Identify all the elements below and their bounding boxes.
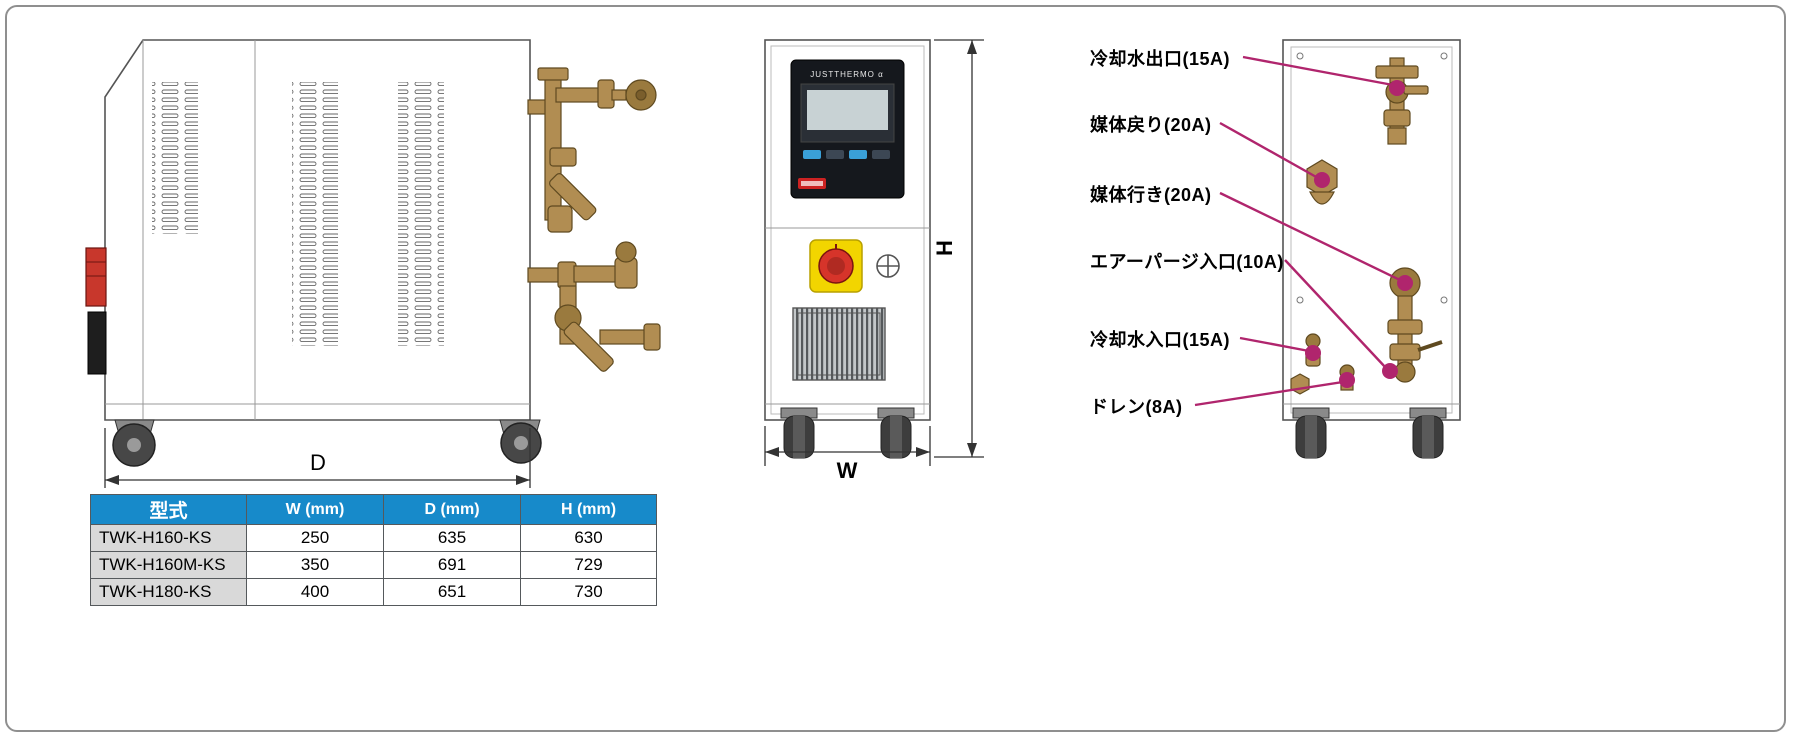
h-value: 730 [520, 578, 657, 606]
model-name: TWK-H160M-KS [90, 551, 247, 579]
side-piping-bottom [527, 241, 661, 372]
callout-dot-6 [1339, 372, 1355, 388]
control-panel: JUSTTHERMO α [790, 59, 905, 199]
panel-button-4 [872, 150, 890, 159]
d-value: 651 [383, 578, 521, 606]
table-row: TWK-H160-KS 250 635 630 [90, 524, 657, 552]
caster-side-right [499, 419, 542, 464]
header-w: W (mm) [246, 494, 384, 525]
model-name: TWK-H180-KS [90, 578, 247, 606]
power-symbol [876, 254, 900, 278]
d-value: 691 [383, 551, 521, 579]
callout-label-medium-supply: 媒体行き(20A) [1090, 185, 1212, 205]
callout-label-drain: ドレン(8A) [1090, 397, 1183, 417]
back-view [1282, 39, 1461, 459]
w-value: 400 [246, 578, 384, 606]
table-row: TWK-H180-KS 400 651 730 [90, 578, 657, 606]
dimension-d: D [104, 428, 531, 488]
d-value: 635 [383, 524, 521, 552]
callout-label-cooling-water-inlet: 冷却水入口(15A) [1090, 330, 1231, 350]
back-fittings [1290, 57, 1443, 395]
h-value: 729 [520, 551, 657, 579]
callout-dot-2 [1314, 172, 1330, 188]
callout-dot-3 [1397, 275, 1413, 291]
dimension-h: H [932, 39, 984, 458]
panel-button-1 [803, 150, 821, 159]
table-row: TWK-H160M-KS 350 691 729 [90, 551, 657, 579]
dimension-w-label: W [837, 458, 858, 483]
panel-brand: JUSTTHERMO α [810, 70, 884, 79]
callout-dot-5 [1305, 345, 1321, 361]
spec-table: 型式 W (mm) D (mm) H (mm) TWK-H160-KS 250 … [90, 494, 657, 606]
front-view: JUSTTHERMO α [764, 39, 931, 459]
panel-button-2 [826, 150, 844, 159]
side-power-connector [85, 247, 107, 307]
caster-back-right [1409, 407, 1447, 459]
model-name: TWK-H160-KS [90, 524, 247, 552]
dimension-w: W [764, 426, 931, 483]
side-black-box [87, 311, 107, 375]
callout-leaders [1194, 55, 1413, 407]
vent-panel-left [152, 82, 198, 234]
w-value: 350 [246, 551, 384, 579]
callout-label-medium-return: 媒体戻り(20A) [1090, 115, 1212, 135]
dimension-d-label: D [310, 450, 326, 475]
header-h: H (mm) [520, 494, 657, 525]
emergency-stop-button [809, 239, 863, 293]
caster-side-left [112, 419, 156, 467]
header-d: D (mm) [383, 494, 521, 525]
vent-panel-mid [292, 82, 338, 346]
caster-back-left [1292, 407, 1330, 459]
callout-dot-4 [1382, 363, 1398, 379]
side-piping-top [527, 67, 657, 233]
caster-front-right [877, 407, 915, 459]
w-value: 250 [246, 524, 384, 552]
callout-dot-1 [1389, 80, 1405, 96]
callout-label-air-purge-inlet: エアーパージ入口(10A) [1090, 252, 1284, 272]
dimension-h-label: H [932, 240, 957, 256]
spec-table-header-row: 型式 W (mm) D (mm) H (mm) [90, 494, 657, 525]
h-value: 630 [520, 524, 657, 552]
panel-button-3 [849, 150, 867, 159]
header-model: 型式 [90, 494, 247, 525]
vent-panel-right [398, 82, 444, 346]
callout-label-cooling-water-outlet: 冷却水出口(15A) [1090, 49, 1231, 69]
side-view [85, 39, 661, 467]
caster-front-left [780, 407, 818, 459]
front-grille [792, 307, 886, 381]
